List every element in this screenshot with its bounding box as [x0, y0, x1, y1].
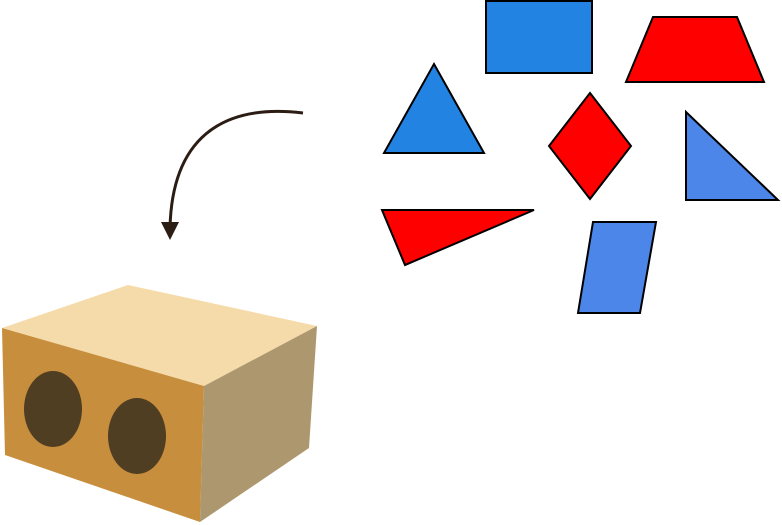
red-trapezoid [624, 16, 766, 83]
box-top-face [2, 285, 317, 386]
blue-rectangle [485, 0, 593, 74]
blue-right-triangle [685, 109, 781, 201]
curved-arrow [168, 109, 304, 229]
red-rhombus [547, 91, 633, 201]
blue-parallelogram [576, 221, 658, 314]
arrow-head [161, 222, 179, 240]
box-hole-right [108, 398, 166, 474]
box-side-face [200, 326, 317, 522]
shape-sorter-box [2, 285, 317, 522]
red-triangle [380, 209, 535, 267]
box-hole-left [24, 371, 82, 447]
blue-triangle [382, 61, 486, 154]
